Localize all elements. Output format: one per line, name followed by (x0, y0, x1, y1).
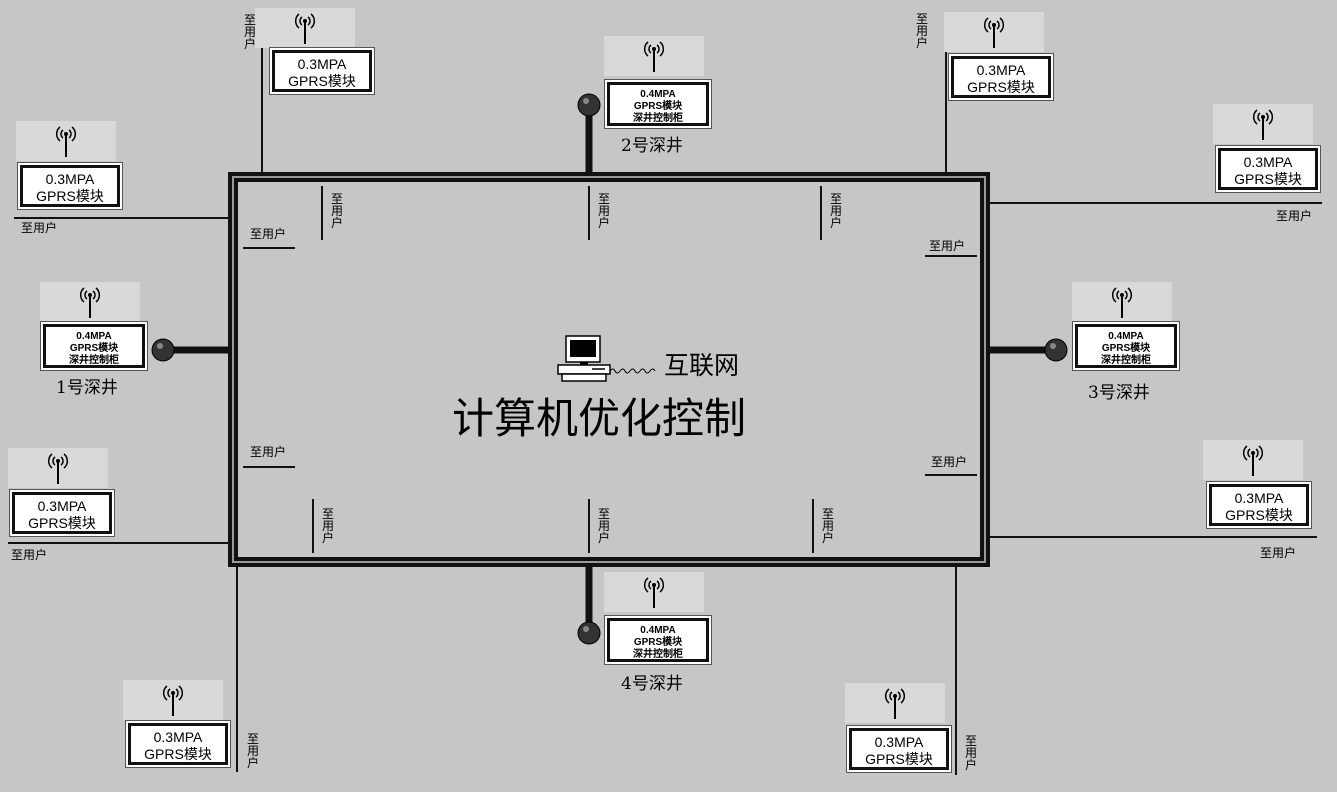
antenna-well-1 (40, 282, 140, 322)
pressure-module-bottom-left: 0.3MPA GPRS模块 (128, 723, 228, 765)
user-label: 至用户 (1276, 209, 1313, 223)
antenna-pressure-right-upper (1213, 104, 1313, 144)
well-3-label: 3号深井 (1088, 383, 1150, 403)
pressure-module-top-right: 0.3MPA GPRS模块 (951, 56, 1051, 98)
antenna-icon (47, 453, 69, 484)
well-module-4: 0.4MPA GPRS模块 深井控制柜 (607, 618, 709, 662)
well-module-1: 0.4MPA GPRS模块 深井控制柜 (43, 324, 145, 368)
pressure-module-left-upper: 0.3MPA GPRS模块 (20, 165, 120, 207)
pressure-module-top-left: 0.3MPA GPRS模块 (272, 50, 372, 92)
antenna-icon (643, 577, 665, 608)
computer-icon (557, 335, 656, 382)
antenna-icon (884, 688, 906, 719)
user-label-vertical: 至用户 (321, 507, 334, 545)
antenna-pressure-left-upper (16, 121, 116, 161)
user-label: 至用户 (250, 227, 287, 241)
user-label: 至用户 (931, 455, 968, 469)
user-label-vertical: 至用户 (243, 13, 256, 51)
pressure-module-right-lower: 0.3MPA GPRS模块 (1209, 484, 1309, 526)
well-2-node (577, 93, 601, 117)
antenna-pressure-right-lower (1203, 440, 1303, 480)
user-label-vertical: 至用户 (829, 192, 842, 230)
antenna-pressure-bottom-right (845, 683, 945, 723)
antenna-pressure-left-lower (8, 448, 108, 488)
user-label: 至用户 (21, 221, 58, 235)
antenna-icon (162, 685, 184, 716)
well-module-2: 0.4MPA GPRS模块 深井控制柜 (607, 82, 709, 126)
user-label-vertical: 至用户 (597, 507, 610, 545)
antenna-pressure-top-right (944, 12, 1044, 52)
user-label-vertical: 至用户 (246, 732, 259, 770)
pressure-module-bottom-right: 0.3MPA GPRS模块 (849, 728, 949, 770)
antenna-icon (79, 287, 101, 318)
antenna-icon (55, 126, 77, 157)
user-label: 至用户 (929, 239, 966, 253)
well-3-node (1044, 338, 1068, 362)
antenna-pressure-top-left (255, 8, 355, 48)
user-label: 至用户 (250, 445, 287, 459)
well-2-label: 2号深井 (621, 136, 683, 156)
user-label-vertical: 至用户 (821, 507, 834, 545)
user-label-vertical: 至用户 (964, 734, 977, 772)
antenna-well-4 (604, 572, 704, 612)
antenna-icon (294, 13, 316, 44)
pressure-module-right-upper: 0.3MPA GPRS模块 (1218, 148, 1318, 190)
pressure-module-left-lower: 0.3MPA GPRS模块 (12, 492, 112, 534)
antenna-icon (1242, 445, 1264, 476)
well-1-node (151, 338, 175, 362)
user-label: 至用户 (11, 548, 48, 562)
main-pipe-ring-highlight (232, 176, 986, 563)
well-4-label: 4号深井 (621, 674, 683, 694)
antenna-icon (643, 41, 665, 72)
antenna-icon (1111, 287, 1133, 318)
antenna-icon (983, 17, 1005, 48)
antenna-well-2 (604, 36, 704, 76)
user-label-vertical: 至用户 (330, 192, 343, 230)
diagram-title: 计算机优化控制 (452, 394, 747, 443)
antenna-icon (1252, 109, 1274, 140)
antenna-well-3 (1072, 282, 1172, 322)
internet-label: 互联网 (664, 351, 740, 380)
user-label-vertical: 至用户 (915, 12, 928, 50)
well-4-node (577, 621, 601, 645)
well-module-3: 0.4MPA GPRS模块 深井控制柜 (1075, 324, 1177, 368)
user-label: 至用户 (1260, 546, 1297, 560)
user-label-vertical: 至用户 (597, 192, 610, 230)
well-1-label: 1号深井 (56, 378, 118, 398)
antenna-pressure-bottom-left (123, 680, 223, 720)
